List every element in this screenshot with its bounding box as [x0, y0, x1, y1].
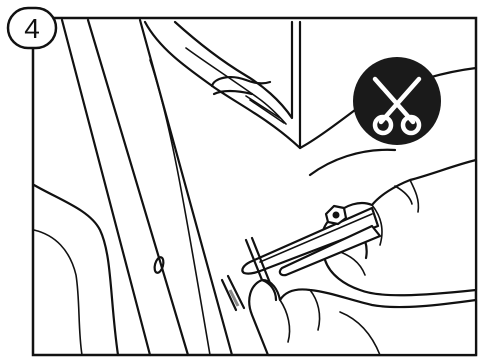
- step-number: 4: [24, 13, 40, 44]
- step-badge: 4: [8, 8, 56, 48]
- frame-tubes: [34, 20, 232, 355]
- scissors-badge: [353, 57, 441, 145]
